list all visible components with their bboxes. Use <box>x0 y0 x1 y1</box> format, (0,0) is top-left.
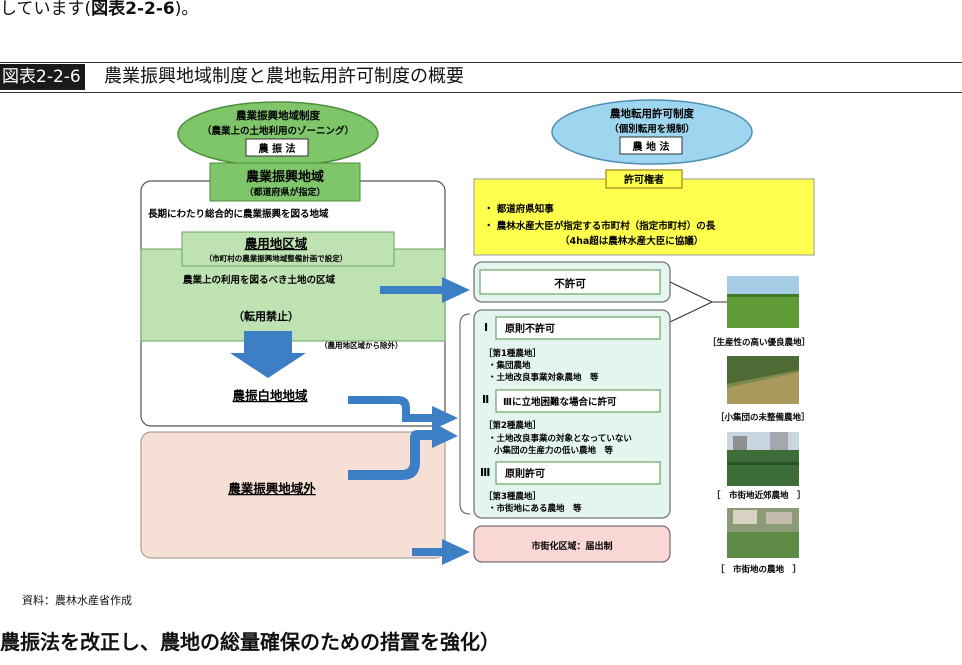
next-section-heading: 農振法を改正し、農地の総量確保のための措置を強化） <box>0 630 500 654</box>
farmland-conversion-subtitle: （個別転用を規制） <box>609 123 695 135</box>
class2-rule: Ⅲに立地困難な場合に許可 <box>503 396 617 408</box>
exclusion-arrow <box>230 331 306 378</box>
photo-caption-2: ［小集団の未整備農地］ <box>716 412 810 423</box>
farmland-conversion-oval <box>551 99 753 165</box>
outside-area-box <box>140 431 446 559</box>
nouyou-area-title: 農用地区域 <box>245 236 308 251</box>
nouson-area-desc: 長期にわたり総合的に農業振興を図る地域 <box>148 208 329 220</box>
nouson-area-title: 農業振興地域 <box>246 169 324 185</box>
class2-rule-box <box>495 389 661 413</box>
shirochi-label: 農振白地地域 <box>232 388 308 403</box>
authority-header <box>605 169 683 189</box>
figure-title: 農業振興地域制度と農地転用許可制度の概要 <box>104 66 464 87</box>
nouyou-area-desc: 農業上の利用を図るべき土地の区域 <box>183 274 336 286</box>
agri-law-box <box>245 138 309 157</box>
intro-text: しています(図表2-2-6)。 <box>0 0 199 19</box>
figure-label: 図表2-2-6 <box>0 64 85 90</box>
arrow-from-outside <box>348 422 458 480</box>
zoning-diagram: 農業振興地域制度 （農業上の土地利用のゾーニング） 農 振 法 農業振興地域 （… <box>140 99 815 575</box>
nouyou-area-subtitle: （市町村の農業振興地域整備計画で設定） <box>205 253 348 263</box>
photo-good-farmland <box>727 276 799 328</box>
farmland-law-label: 農 地 法 <box>633 140 670 153</box>
link-line-2 <box>669 301 713 323</box>
authority-box <box>473 178 815 256</box>
urban-label: 市街化区域：届出制 <box>531 540 612 552</box>
agri-zoning-subtitle: （農業上の土地利用のゾーニング） <box>202 125 354 137</box>
outside-area-label: 農業振興地域外 <box>228 481 316 496</box>
class1-numeral: Ⅰ <box>484 321 488 334</box>
source-note: 資料：農林水産省作成 <box>22 594 132 607</box>
nouson-area-subtitle: （都道府県が指定） <box>244 186 325 198</box>
arrow-from-shirochi <box>348 396 458 430</box>
authority-item-3: （4ha超は農林水産大臣に協議） <box>560 235 703 247</box>
arrow-to-urban <box>412 539 470 565</box>
arrow-to-not-permitted <box>380 277 470 303</box>
photo-caption-1: ［生産性の高い優良農地］ <box>708 337 810 348</box>
authority-item-2: ・ 農林水産大臣が指定する市町村（指定市町村）の長 <box>484 220 716 232</box>
class1-rule: 原則不許可 <box>505 322 555 335</box>
nouyou-area-header <box>181 231 395 267</box>
class-area-box <box>473 309 671 519</box>
photo-caption-3: ［ 市街地近郊農地 ］ <box>712 490 806 501</box>
class2-heading: ［第2種農地］ <box>484 420 541 431</box>
photo-urban-farmland <box>727 508 799 558</box>
agri-law-label: 農 振 法 <box>259 142 296 155</box>
class3-rule: 原則許可 <box>505 467 545 480</box>
class3-rule-box <box>495 461 661 485</box>
link-line-1 <box>669 281 713 303</box>
farmland-conversion-title: 農地転用許可制度 <box>610 107 694 120</box>
class1-rule-box <box>495 316 661 340</box>
farmland-law-box <box>619 136 683 155</box>
authority-header-label: 許可権者 <box>624 173 664 186</box>
urban-box <box>473 525 671 563</box>
class2-line2: 小集団の生産力の低い農地 等 <box>493 445 614 456</box>
class1-line1: ・集団農地 <box>488 360 531 371</box>
exclusion-note: （農用地区域から除外） <box>320 340 403 350</box>
not-permitted-box <box>479 269 661 295</box>
class2-numeral: Ⅱ <box>482 393 489 406</box>
not-permitted-label: 不許可 <box>554 277 586 290</box>
class3-numeral: Ⅲ <box>480 466 490 479</box>
authority-item-1: ・ 都道府県知事 <box>484 203 554 215</box>
class1-heading: ［第1種農地］ <box>484 348 541 359</box>
nouson-area-header <box>209 162 361 202</box>
class1-line2: ・土地改良事業対象農地 等 <box>488 372 599 383</box>
class-area-brace <box>459 313 471 515</box>
conversion-ban-label: （転用禁止） <box>233 309 299 323</box>
photo-suburban-farmland <box>727 432 799 486</box>
agri-zoning-title: 農業振興地域制度 <box>236 109 320 122</box>
figure-rule-bottom <box>0 92 962 93</box>
class2-line1: ・土地改良事業の対象となっていない <box>488 433 632 444</box>
figure-rule-top <box>0 62 962 63</box>
photo-unimproved-farmland <box>727 356 799 404</box>
photo-caption-4: ［ 市街地の農地 ］ <box>716 564 801 575</box>
class3-line1: ・市街地にある農地 等 <box>488 503 582 514</box>
class3-heading: ［第3種農地］ <box>484 491 541 502</box>
